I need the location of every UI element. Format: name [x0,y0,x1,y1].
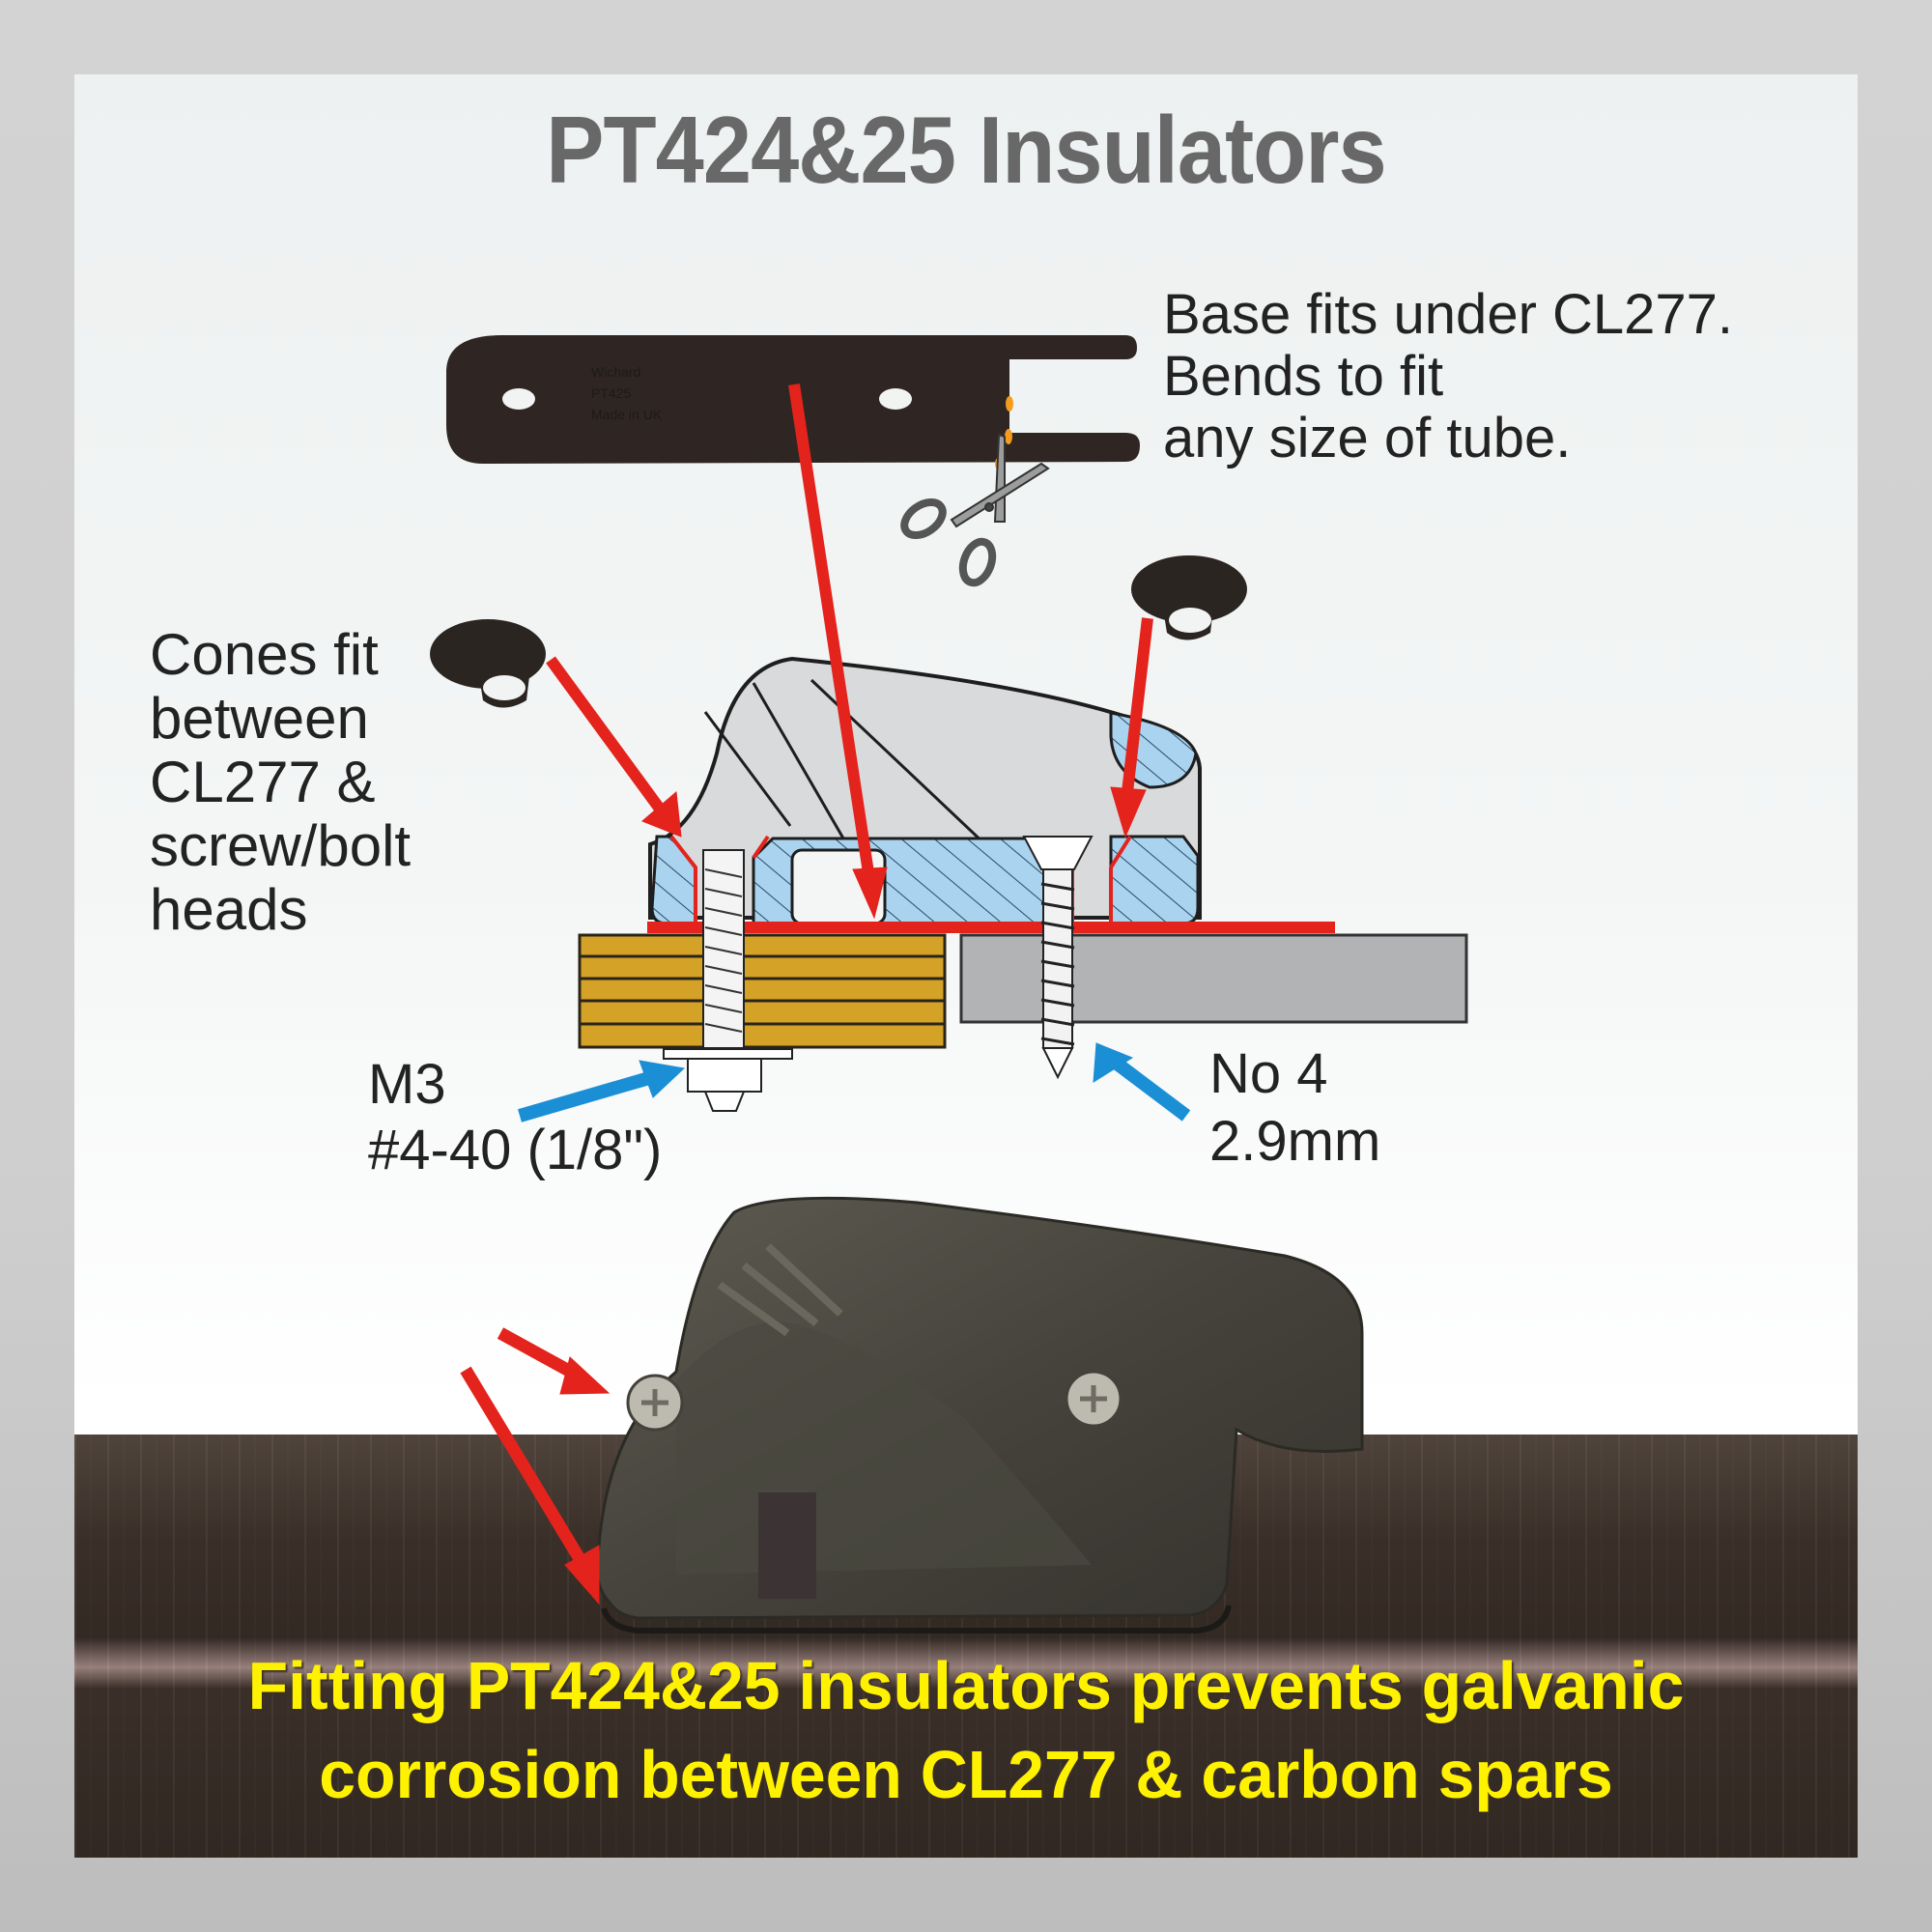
cone-insulator-left [430,619,546,708]
cut-mark [1005,429,1012,444]
screw-size-caption: No 4 2.9mm [1209,1042,1381,1173]
mounting-hole [502,388,535,410]
bolt-size-caption: M3 #4-40 (1/8") [368,1053,663,1181]
laminate-deck [578,933,947,1049]
banner-line-2: corrosion between CL277 & carbon spars [319,1737,1613,1812]
spar-section [959,933,1468,1024]
cut-mark [1006,396,1013,412]
red-arrows-diagram [546,384,1153,920]
cones-caption: Cones fit between CL277 & screw/bolt hea… [150,622,412,942]
base-insulator-section [647,922,1335,933]
embossed-text: Wichard [591,364,640,380]
embossed-text: PT425 [591,385,631,401]
base-plate-caption: Base fits under CL277. Bends to fit any … [1163,283,1734,469]
page-title: PT424&25 Insulators [546,97,1386,203]
scissors-icon [900,433,1050,587]
illustration-canvas: Wichard PT425 Made in UK [74,335,1858,1858]
blue-arrows [518,1042,1191,1122]
machine-bolt [663,849,793,1112]
nut [687,1058,762,1093]
mounting-hole [879,388,912,410]
cone-insulator-right [1131,555,1247,640]
washer [663,1048,793,1060]
base-insulator-photo [601,1605,1232,1634]
red-arrows-photo [460,1327,611,1605]
banner-line-1: Fitting PT424&25 insulators prevents gal… [247,1648,1685,1723]
cleat-photo [595,1196,1364,1634]
line-groove [758,1492,816,1599]
infographic-panel: PT424&25 Insulators [74,74,1858,1858]
self-tapping-screw [1022,836,1094,1080]
embossed-text: Made in UK [591,407,663,422]
